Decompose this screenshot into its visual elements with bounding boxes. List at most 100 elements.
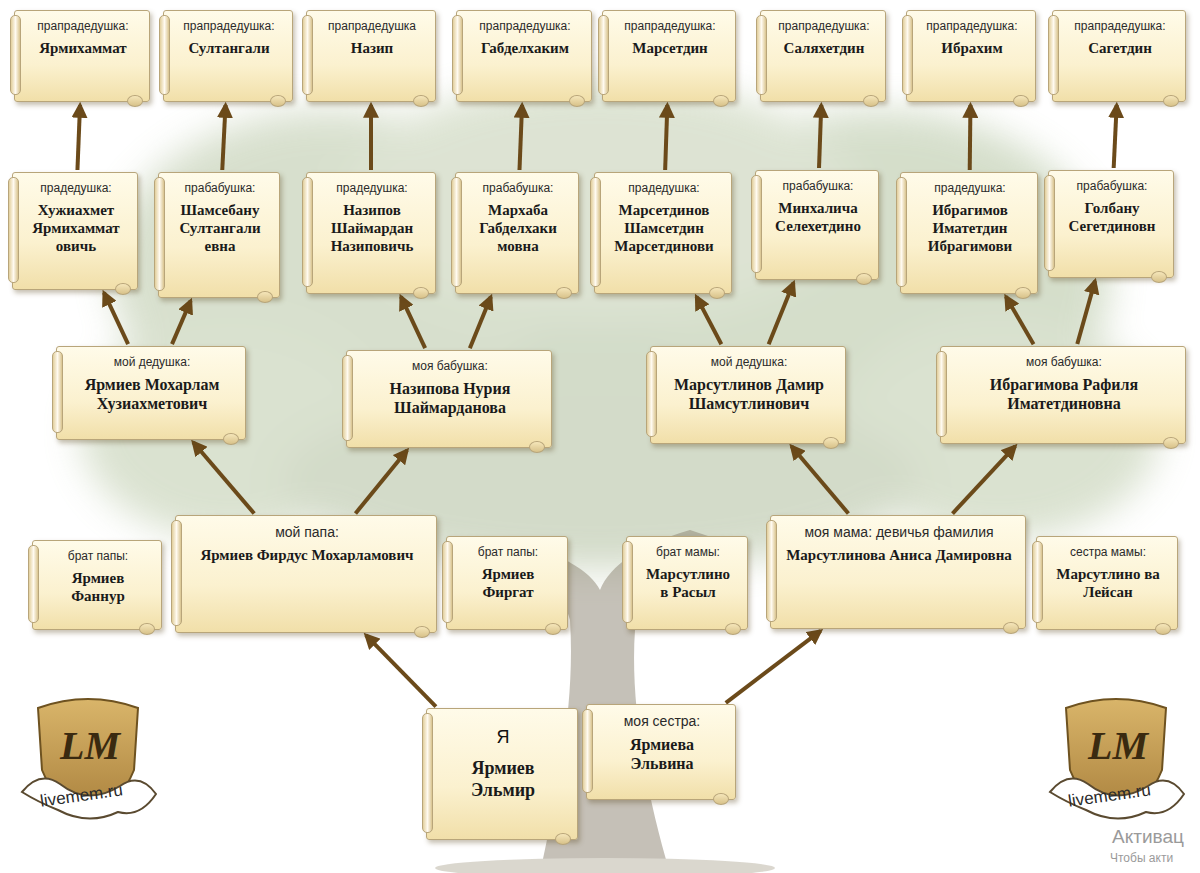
relation-label: прабабушка: bbox=[185, 181, 256, 195]
person-name: Ярмихаммат bbox=[39, 39, 126, 57]
scroll-box: брат мамы:Марсутлино в Расыл bbox=[626, 536, 748, 630]
scroll-box: Я Ярмиев Эльмир bbox=[426, 708, 578, 840]
person-name: Ярмиев Фаннур bbox=[47, 569, 149, 605]
relation-label: мой дедушка: bbox=[711, 355, 788, 369]
family-arrow bbox=[172, 301, 191, 344]
family-arrow bbox=[769, 283, 794, 344]
scroll-box: прадедушка: Ибрагимов Иматетдин Ибрагимов… bbox=[900, 172, 1038, 294]
family-arrow bbox=[222, 105, 225, 170]
person-name: Марсутлинов Дамир Шамсутлинович bbox=[665, 375, 833, 413]
relation-label: прадедушка: bbox=[934, 181, 1005, 195]
family-arrow bbox=[726, 631, 821, 703]
relation-label: прапрадедушка: bbox=[624, 19, 715, 33]
person-name: Ярмиев Эльмир bbox=[441, 758, 565, 801]
relation-label: прабабушка: bbox=[1077, 179, 1148, 193]
person-name: Марсутлинова Аниса Дамировна bbox=[786, 546, 1012, 564]
relation-label: моя мама: девичья фамилия bbox=[804, 524, 993, 540]
scroll-box: прадедушка: Хужиахмет Ярмихаммат овичь bbox=[12, 172, 138, 290]
relation-label: прабабушка: bbox=[783, 179, 854, 193]
logo-shield bbox=[1050, 699, 1184, 819]
family-arrow bbox=[696, 297, 721, 345]
person-name: Ярмиев Фиргат bbox=[461, 565, 555, 601]
scroll-box: прабабушка:Голбану Сегетдиновн bbox=[1048, 170, 1174, 278]
relation-label: прадедушка: bbox=[628, 181, 699, 195]
family-arrow bbox=[355, 450, 407, 513]
scroll-box: мой папа: Ярмиев Фирдус Мохарламович bbox=[175, 515, 437, 633]
relation-label: брат папы: bbox=[68, 549, 128, 563]
family-arrow bbox=[1114, 105, 1117, 168]
family-arrow bbox=[968, 105, 973, 170]
person-name: Султангали bbox=[188, 39, 269, 57]
person-name: Мархаба Габделхаки мовна bbox=[470, 201, 566, 255]
relation-label: прапрадедушка: bbox=[1074, 19, 1165, 33]
relation-label: моя бабушка: bbox=[412, 359, 488, 373]
relation-label: Я bbox=[497, 727, 510, 748]
person-name: Назип bbox=[351, 39, 393, 57]
relation-label: прадедушка: bbox=[40, 181, 111, 195]
scroll-box: моя бабушка: Ибрагимова Рафиля Иматетдино… bbox=[940, 346, 1186, 444]
scroll-box: брат папы: Ярмиев Фаннур bbox=[32, 540, 162, 630]
scroll-box: прадедушка: Марсетдинов Шамсетдин Марсетд… bbox=[594, 172, 732, 294]
relation-label: брат папы: bbox=[478, 545, 538, 559]
logo-shield bbox=[22, 699, 156, 819]
scroll-box: прабабушка:Минхалича Селехетдино bbox=[755, 170, 879, 280]
person-name: Ибрахим bbox=[941, 39, 1002, 57]
relation-label: прадедушка: bbox=[336, 181, 407, 195]
scroll-box: моя бабушка: Назипова Нурия Шаймарданова bbox=[346, 350, 552, 448]
scroll-box: прабабушка:Шамсебану Султангали евна bbox=[158, 172, 280, 298]
relation-label: мой папа: bbox=[275, 524, 339, 540]
family-arrow bbox=[77, 105, 80, 170]
scroll-box: мой дедушка: Марсутлинов Дамир Шамсутлино… bbox=[650, 346, 846, 444]
person-name: Сагетдин bbox=[1088, 39, 1152, 57]
scroll-box: прапрадедушкаНазип bbox=[306, 10, 436, 102]
scroll-box: прадедушка: Назипов Шаймардан Назиповичь bbox=[306, 172, 436, 294]
relation-label: моя бабушка: bbox=[1026, 355, 1102, 369]
scroll-box: мой дедушка: Ярмиев Мохарлам Хузиахметови… bbox=[56, 346, 246, 440]
family-arrow bbox=[193, 442, 254, 513]
person-name: Назипова Нурия Шаймарданова bbox=[361, 379, 539, 417]
relation-label: прапрадедушка: bbox=[183, 19, 274, 33]
family-arrow bbox=[791, 446, 848, 513]
family-arrow bbox=[665, 105, 667, 170]
relation-label: прабабушка: bbox=[483, 181, 554, 195]
tree-canopy bbox=[80, 80, 1160, 570]
relation-label: прапрадедушка bbox=[328, 19, 416, 33]
person-name: Марсетдинов Шамсетдин Марсетдинови bbox=[609, 201, 719, 255]
person-name: Ярмиева Эльвина bbox=[601, 735, 723, 773]
scroll-box: моя сестра: Ярмиева Эльвина bbox=[586, 704, 736, 800]
person-name: Ибрагимов Иматетдин Ибрагимови bbox=[915, 201, 1025, 255]
scroll-box: брат папы: Ярмиев Фиргат bbox=[446, 536, 568, 630]
relation-label: прапрадедушка: bbox=[37, 19, 128, 33]
person-name: Марсутлино в Расыл bbox=[641, 565, 735, 601]
watermark: livemem.ru bbox=[1067, 780, 1152, 811]
relation-label: прапрадедушка: bbox=[926, 19, 1017, 33]
person-name: Марсутлино ва Лейсан bbox=[1051, 565, 1165, 601]
person-name: Ярмиев Мохарлам Хузиахметович bbox=[71, 375, 233, 413]
scroll-box: прапрадедушка: Сагетдин bbox=[1052, 10, 1186, 102]
family-arrow bbox=[1077, 281, 1095, 344]
scroll-box: прапрадедушка: Султангали bbox=[163, 10, 293, 102]
logo-monogram: LM bbox=[60, 722, 120, 769]
person-name: Ибрагимова Рафиля Иматетдиновна bbox=[955, 375, 1173, 413]
person-name: Назипов Шаймардан Назиповичь bbox=[321, 201, 423, 255]
family-arrow bbox=[1006, 297, 1034, 345]
family-arrow bbox=[819, 105, 821, 168]
scroll-box: моя мама: девичья фамилияМарсутлинова Ан… bbox=[770, 515, 1026, 629]
scroll-box: прабабушка: Мархаба Габделхаки мовна bbox=[455, 172, 579, 294]
family-arrow bbox=[519, 105, 522, 170]
relation-label: мой дедушка: bbox=[114, 355, 191, 369]
scroll-box: прапрадедушка: Саляхетдин bbox=[760, 10, 886, 102]
logo-monogram: LM bbox=[1088, 722, 1148, 769]
relation-label: моя сестра: bbox=[624, 713, 701, 729]
person-name: Ярмиев Фирдус Мохарламович bbox=[200, 546, 413, 564]
family-arrow bbox=[369, 105, 373, 170]
family-arrow bbox=[401, 297, 425, 348]
person-name: Хужиахмет Ярмихаммат овичь bbox=[27, 201, 125, 255]
watermark: Чтобы акти bbox=[1110, 851, 1173, 865]
relation-label: сестра мамы: bbox=[1070, 545, 1146, 559]
scroll-box: прапрадедушка:Марсетдин bbox=[602, 10, 736, 102]
relation-label: прапрадедушка: bbox=[778, 19, 869, 33]
person-name: Саляхетдин bbox=[784, 39, 865, 57]
family-arrow bbox=[104, 293, 128, 344]
